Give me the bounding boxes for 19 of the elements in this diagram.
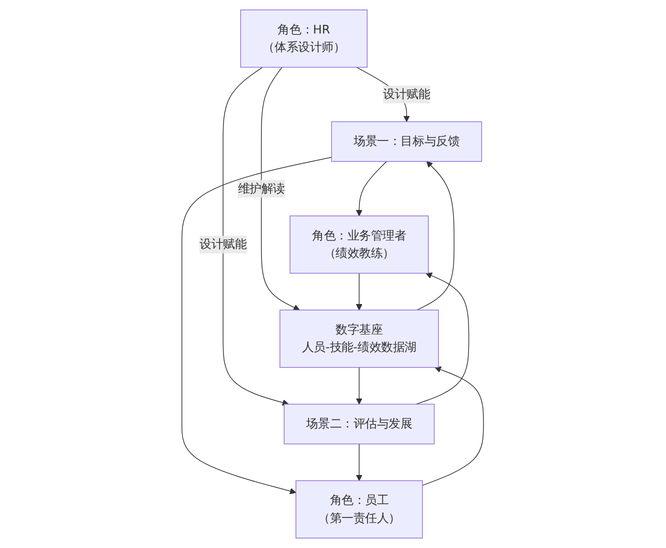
node-box: 角色：业务管理者 （绩效教练） — [290, 216, 429, 274]
node-box: 场景二：评估与发展 — [284, 404, 435, 444]
arrow — [416, 272, 470, 405]
arrow — [356, 444, 363, 482]
arrow — [416, 161, 455, 310]
node-box: 角色：HR （体系设计师） — [240, 10, 368, 68]
node-box: 场景一：目标与反馈 — [332, 121, 482, 162]
arrow — [223, 66, 290, 406]
arrow — [182, 156, 332, 494]
edge-label: 维护解读 — [238, 181, 286, 196]
edge-label: 设计赋能 — [383, 87, 430, 102]
arrow — [356, 272, 363, 310]
node-box: 角色：员工 （第一责任人） — [296, 480, 424, 538]
edge-label: 设计赋能 — [200, 237, 247, 252]
node-box: 数字基座 人员-技能-绩效数据湖 — [280, 310, 440, 368]
arrow — [356, 161, 388, 216]
arrow — [422, 366, 484, 486]
arrow — [356, 367, 363, 404]
arrow — [261, 66, 300, 310]
